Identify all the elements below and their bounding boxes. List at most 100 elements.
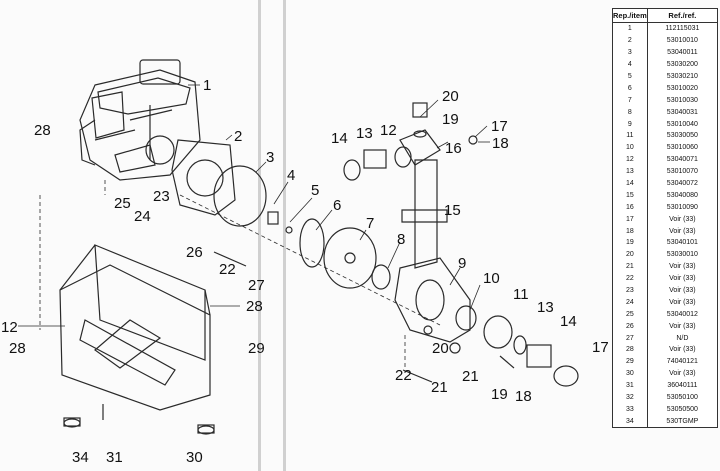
reference-cell: 74040121 bbox=[646, 355, 719, 368]
drain-plug bbox=[412, 102, 428, 118]
part-label: 22 bbox=[395, 367, 412, 384]
part-label: 12 bbox=[1, 319, 18, 336]
part-label: 30 bbox=[186, 449, 203, 466]
part-label: 22 bbox=[219, 261, 236, 278]
reference-cell: Voir (33) bbox=[646, 320, 719, 333]
exploded-view-diagram: 1 2 3 4 5 6 7 8 9 10 11 12 13 14 15 16 1… bbox=[1, 59, 609, 466]
item-number-cell: 25 bbox=[612, 308, 648, 321]
part-label: 7 bbox=[366, 215, 374, 232]
reference-cell: 53010020 bbox=[646, 82, 719, 95]
reference-cell: 53040071 bbox=[646, 153, 719, 166]
page-fold-line bbox=[258, 0, 261, 471]
item-number-cell: 20 bbox=[612, 248, 648, 261]
part-label: 27 bbox=[248, 277, 265, 294]
rubber-foot bbox=[197, 424, 215, 435]
frame bbox=[59, 244, 211, 411]
fitting bbox=[394, 146, 412, 168]
volute-disc bbox=[323, 227, 377, 289]
part-label: 13 bbox=[537, 299, 554, 316]
part-label: 17 bbox=[491, 118, 508, 135]
part-label: 15 bbox=[444, 202, 461, 219]
item-number-cell: 14 bbox=[612, 177, 648, 190]
item-number-cell: 16 bbox=[612, 201, 648, 214]
part-label: 8 bbox=[397, 231, 405, 248]
part-label: 11 bbox=[513, 286, 529, 303]
item-number-cell: 34 bbox=[612, 415, 648, 429]
part-label: 28 bbox=[9, 340, 26, 357]
reference-cell: 53040011 bbox=[646, 46, 719, 59]
reference-cell: Voir (33) bbox=[646, 260, 719, 273]
item-number-cell: 18 bbox=[612, 225, 648, 238]
reference-cell: Voir (33) bbox=[646, 344, 719, 356]
part-label: 23 bbox=[153, 188, 170, 205]
reference-cell: Voir (33) bbox=[646, 225, 719, 238]
reference-cell: 530TGMP bbox=[646, 415, 719, 429]
item-number-cell: 15 bbox=[612, 189, 648, 202]
item-number-cell: 28 bbox=[612, 344, 648, 356]
part-label: 29 bbox=[248, 340, 265, 357]
reference-cell: 53030210 bbox=[646, 70, 719, 83]
pump-casing bbox=[394, 257, 471, 343]
part-label: 3 bbox=[266, 149, 274, 166]
reference-cell: 53040012 bbox=[646, 308, 719, 321]
item-number-cell: 29 bbox=[612, 355, 648, 368]
item-number-cell: 8 bbox=[612, 106, 648, 119]
part-label: 18 bbox=[492, 135, 509, 152]
reference-cell: 53030050 bbox=[646, 130, 719, 142]
part-label: 28 bbox=[246, 298, 263, 315]
reference-cell: 53010010 bbox=[646, 34, 719, 47]
reference-cell: 53010040 bbox=[646, 118, 719, 131]
part-label: 16 bbox=[445, 140, 462, 157]
engine bbox=[79, 59, 201, 181]
item-number-cell: 7 bbox=[612, 94, 648, 107]
part-label: 34 bbox=[72, 449, 89, 466]
item-number-cell: 2 bbox=[612, 34, 648, 47]
reference-cell: 53030200 bbox=[646, 58, 719, 71]
reference-cell: 53010070 bbox=[646, 165, 719, 178]
part-label: 1 bbox=[203, 77, 211, 94]
item-number-cell: 21 bbox=[612, 260, 648, 273]
item-number-cell: 6 bbox=[612, 82, 648, 95]
item-number-cell: 32 bbox=[612, 391, 648, 404]
item-number-cell: 22 bbox=[612, 272, 648, 285]
part-label: 28 bbox=[34, 122, 51, 139]
part-label: 17 bbox=[592, 339, 609, 356]
reference-cell: 53040080 bbox=[646, 189, 719, 202]
hose-nozzle bbox=[363, 149, 387, 169]
reference-cell: Voir (33) bbox=[646, 296, 719, 309]
item-number-cell: 33 bbox=[612, 403, 648, 416]
reference-cell: Voir (33) bbox=[646, 272, 719, 285]
reference-cell: 53040072 bbox=[646, 177, 719, 190]
item-number-cell: 1 bbox=[612, 22, 648, 35]
reference-cell: 53050100 bbox=[646, 391, 719, 404]
item-number-cell: 10 bbox=[612, 141, 648, 154]
part-label: 4 bbox=[287, 167, 295, 184]
part-label: 13 bbox=[356, 125, 373, 142]
item-number-cell: 26 bbox=[612, 320, 648, 333]
part-label: 21 bbox=[462, 368, 479, 385]
part-label: 24 bbox=[134, 208, 151, 225]
gasket-ring bbox=[213, 165, 267, 227]
reference-cell: 112115031 bbox=[646, 22, 719, 35]
seal bbox=[267, 211, 279, 225]
reference-cell: 53010060 bbox=[646, 141, 719, 154]
